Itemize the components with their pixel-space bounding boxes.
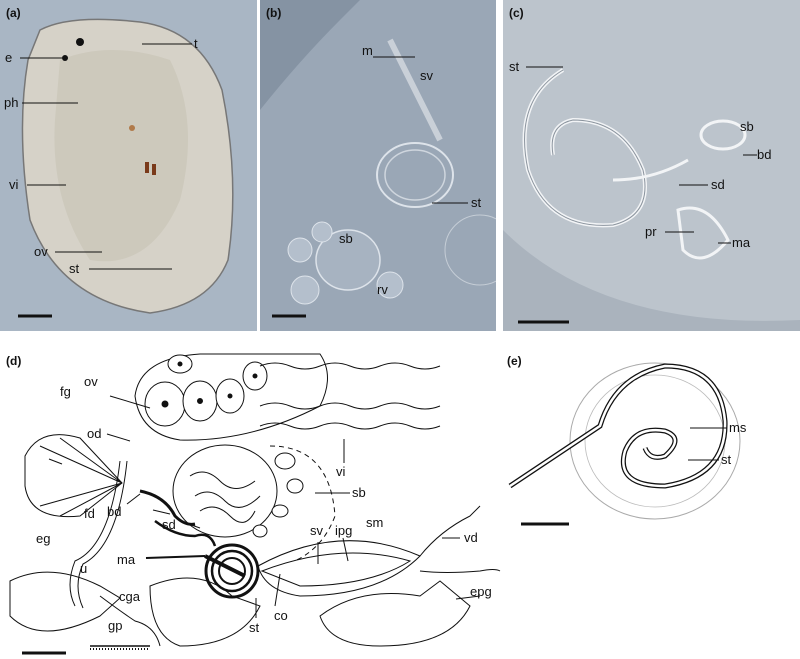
panel-b: (b) m sv st sb rv (260, 0, 496, 331)
label-cga: cga (119, 589, 141, 604)
label-sb: sb (740, 119, 754, 134)
label-m: m (362, 43, 373, 58)
panel-a: (a) e t ph vi ov st (0, 0, 257, 331)
label-vi: vi (9, 177, 19, 192)
panel-d: (d) (0, 346, 505, 659)
label-gp: gp (108, 618, 122, 633)
label-st: st (69, 261, 80, 276)
label-bd: bd (107, 504, 121, 519)
label-pr: pr (645, 224, 657, 239)
panel-c: (c) st sb bd sd pr ma (503, 0, 800, 331)
label-bd: bd (757, 147, 771, 162)
panel-c-label: (c) (509, 6, 524, 20)
label-vd: vd (464, 530, 478, 545)
label-sd: sd (711, 177, 725, 192)
label-fd: fd (84, 506, 95, 521)
label-sb: sb (339, 231, 353, 246)
panel-b-image: m sv st sb rv (260, 0, 496, 318)
label-rv: rv (377, 282, 388, 297)
label-ov: ov (34, 244, 48, 259)
panel-a-image: e t ph vi ov st (4, 18, 234, 318)
panel-d-drawing: ov fg od vi sb fd bd sd eg u ma sv ipg s… (9, 353, 501, 655)
label-sv: sv (420, 68, 434, 83)
label-ms: ms (729, 420, 747, 435)
label-st: st (721, 452, 732, 467)
label-co: co (274, 608, 288, 623)
label-ma: ma (117, 552, 136, 567)
panel-e-label: (e) (507, 354, 522, 368)
label-ov: ov (84, 374, 98, 389)
panel-c-image: st sb bd sd pr ma (503, 59, 800, 331)
label-st: st (509, 59, 520, 74)
label-sb: sb (352, 485, 366, 500)
label-ma: ma (732, 235, 751, 250)
label-sd: sd (162, 517, 176, 532)
label-epg: epg (470, 584, 492, 599)
label-t: t (194, 36, 198, 51)
label-vi: vi (336, 464, 346, 479)
panel-e: (e) ms st (505, 346, 800, 659)
label-e: e (5, 50, 12, 65)
label-sv: sv (310, 523, 324, 538)
label-fg: fg (60, 384, 71, 399)
label-st: st (249, 620, 260, 635)
label-eg: eg (36, 531, 50, 546)
label-ipg: ipg (335, 523, 352, 538)
panel-b-label: (b) (266, 6, 282, 20)
panel-a-label: (a) (6, 6, 21, 20)
panel-e-drawing: ms st (508, 362, 747, 526)
label-st: st (471, 195, 482, 210)
label-u: u (80, 561, 87, 576)
eyespot-icon (76, 38, 84, 46)
label-od: od (87, 426, 101, 441)
label-sm: sm (366, 515, 383, 530)
panel-d-label: (d) (6, 354, 22, 368)
label-ph: ph (4, 95, 18, 110)
